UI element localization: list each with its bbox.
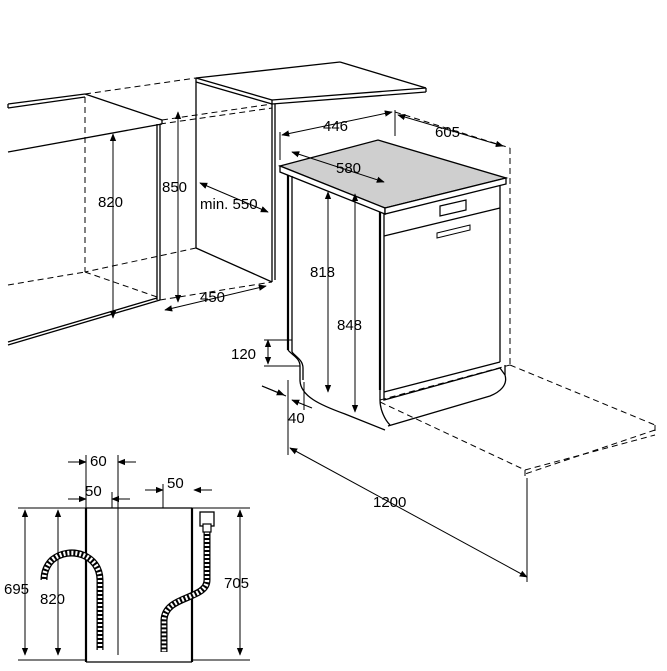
dishwasher xyxy=(277,139,509,431)
label-705: 705 xyxy=(224,575,249,592)
label-850: 850 xyxy=(162,179,187,196)
label-1200: 1200 xyxy=(373,494,406,511)
niche-guides xyxy=(84,77,656,478)
label-446: 446 xyxy=(323,118,348,135)
dimension-labels: 820 850 min. 550 450 446 605 580 818 848… xyxy=(98,118,460,511)
label-695: 695 xyxy=(4,581,29,598)
label-120: 120 xyxy=(231,346,256,363)
label-580: 580 xyxy=(336,160,361,177)
door-handle xyxy=(436,224,471,239)
left-cabinet xyxy=(7,93,163,346)
label-40: 40 xyxy=(288,410,305,427)
dimension-lines xyxy=(109,110,528,582)
control-display xyxy=(439,199,467,217)
hose-labels: 60 50 50 695 820 705 xyxy=(4,453,249,608)
label-60: 60 xyxy=(90,453,107,470)
right-cabinet xyxy=(195,61,427,283)
label-820: 820 xyxy=(98,194,123,211)
label-605: 605 xyxy=(435,124,460,141)
label-min-550: min. 550 xyxy=(200,196,258,213)
label-820-hose: 820 xyxy=(40,591,65,608)
hose-detail xyxy=(18,455,250,663)
label-50-left: 50 xyxy=(85,483,102,500)
label-818: 818 xyxy=(310,264,335,281)
label-848: 848 xyxy=(337,317,362,334)
label-50-right: 50 xyxy=(167,475,184,492)
dishwasher-top xyxy=(277,139,509,209)
label-450: 450 xyxy=(200,289,225,306)
